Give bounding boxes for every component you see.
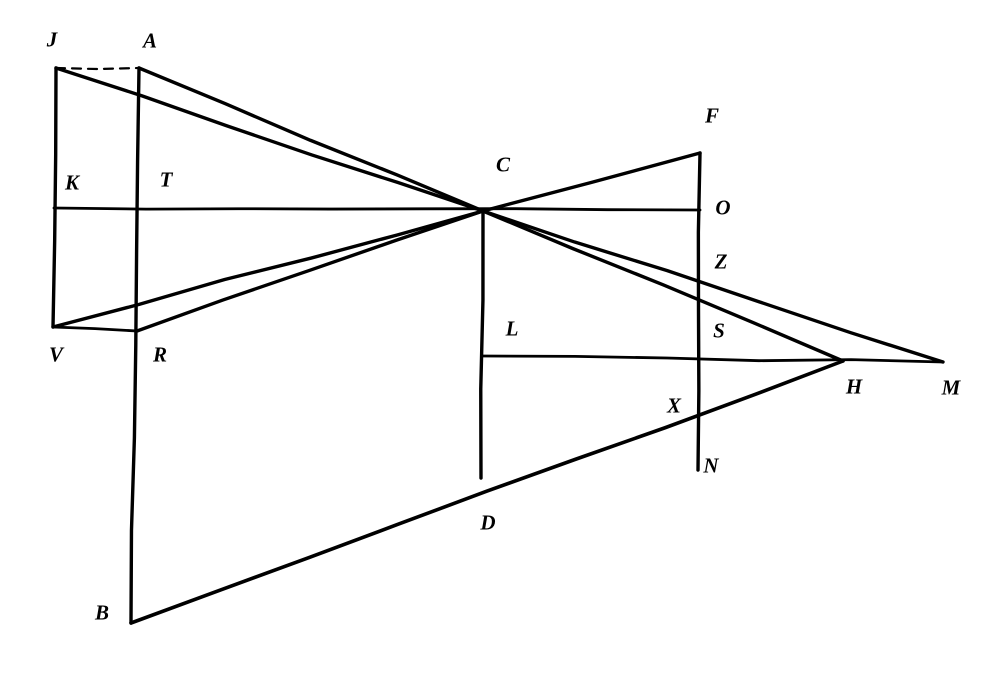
segment-K-O-horizontal xyxy=(52,206,702,212)
segment-B-H-baseline xyxy=(129,359,845,625)
segment-A-C-converging xyxy=(137,66,485,213)
segment-L-M-horizontal xyxy=(481,354,945,364)
point-label-x: X xyxy=(666,393,682,418)
segments-group xyxy=(51,66,945,625)
segment-R-C-converging xyxy=(135,209,485,333)
point-label-h: H xyxy=(845,374,863,399)
point-label-v: V xyxy=(48,342,64,367)
point-label-t: T xyxy=(159,167,173,192)
segment-V-R-horizontal xyxy=(51,325,139,333)
segment-F-N-right-vertical xyxy=(696,151,702,472)
point-label-c: C xyxy=(495,152,511,177)
segment-V-C-converging xyxy=(51,209,485,329)
segment-C-H-ray xyxy=(481,209,845,363)
point-label-s: S xyxy=(713,318,725,343)
segment-J-A-top-dashed xyxy=(54,66,141,71)
segment-J-V-left-vertical xyxy=(51,66,58,329)
segment-J-C-converging xyxy=(54,66,485,213)
point-label-z: Z xyxy=(714,249,728,274)
point-label-j: J xyxy=(46,27,58,52)
segment-A-B-vertical xyxy=(129,66,141,625)
segment-C-F-upward-ray xyxy=(481,151,702,213)
segment-C-M-ray xyxy=(481,209,945,364)
point-label-l: L xyxy=(505,316,519,341)
point-label-o: O xyxy=(715,195,731,220)
segment-C-D-vertical xyxy=(479,209,485,480)
point-label-b: B xyxy=(94,600,110,625)
point-label-m: M xyxy=(941,375,961,400)
point-label-a: A xyxy=(142,28,158,53)
point-label-k: K xyxy=(64,170,80,195)
point-label-d: D xyxy=(480,510,496,535)
point-label-n: N xyxy=(703,453,719,478)
point-label-f: F xyxy=(704,103,720,128)
point-label-r: R xyxy=(152,342,168,367)
